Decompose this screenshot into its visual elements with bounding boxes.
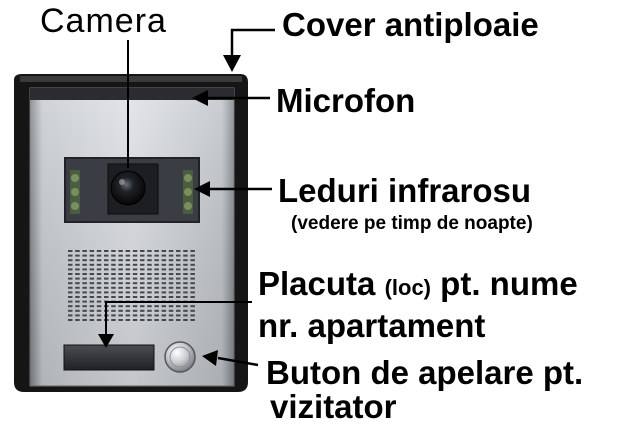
call-button (164, 341, 196, 373)
label-placuta: Placuta (loc) pt. nume (258, 267, 578, 300)
buton-arrow-icon (202, 350, 218, 366)
camera-lens (110, 170, 146, 206)
leduri-arrow-icon (194, 181, 210, 197)
label-cover: Cover antiploaie (282, 6, 539, 43)
name-plate (63, 344, 155, 371)
cover-arrow-icon (223, 55, 241, 72)
label-microfon: Microfon (276, 82, 416, 119)
label-nr-apartament: nr. apartament (258, 307, 486, 344)
label-vizitator: vizitator (270, 388, 397, 425)
label-leduri: Leduri infrarosu (278, 172, 532, 209)
label-placuta-b: pt. nume (431, 265, 578, 302)
microphone-slot (30, 88, 234, 100)
label-placuta-loc: (loc) (384, 275, 432, 300)
label-buton: Buton de apelare pt. (266, 354, 584, 391)
label-vedere: (vedere pe timp de noapte) (291, 213, 533, 234)
microfon-arrow-icon (192, 90, 208, 106)
placuta-arrow-icon (98, 334, 114, 348)
label-placuta-a: Placuta (258, 265, 385, 302)
label-camera: Camera (40, 2, 167, 40)
